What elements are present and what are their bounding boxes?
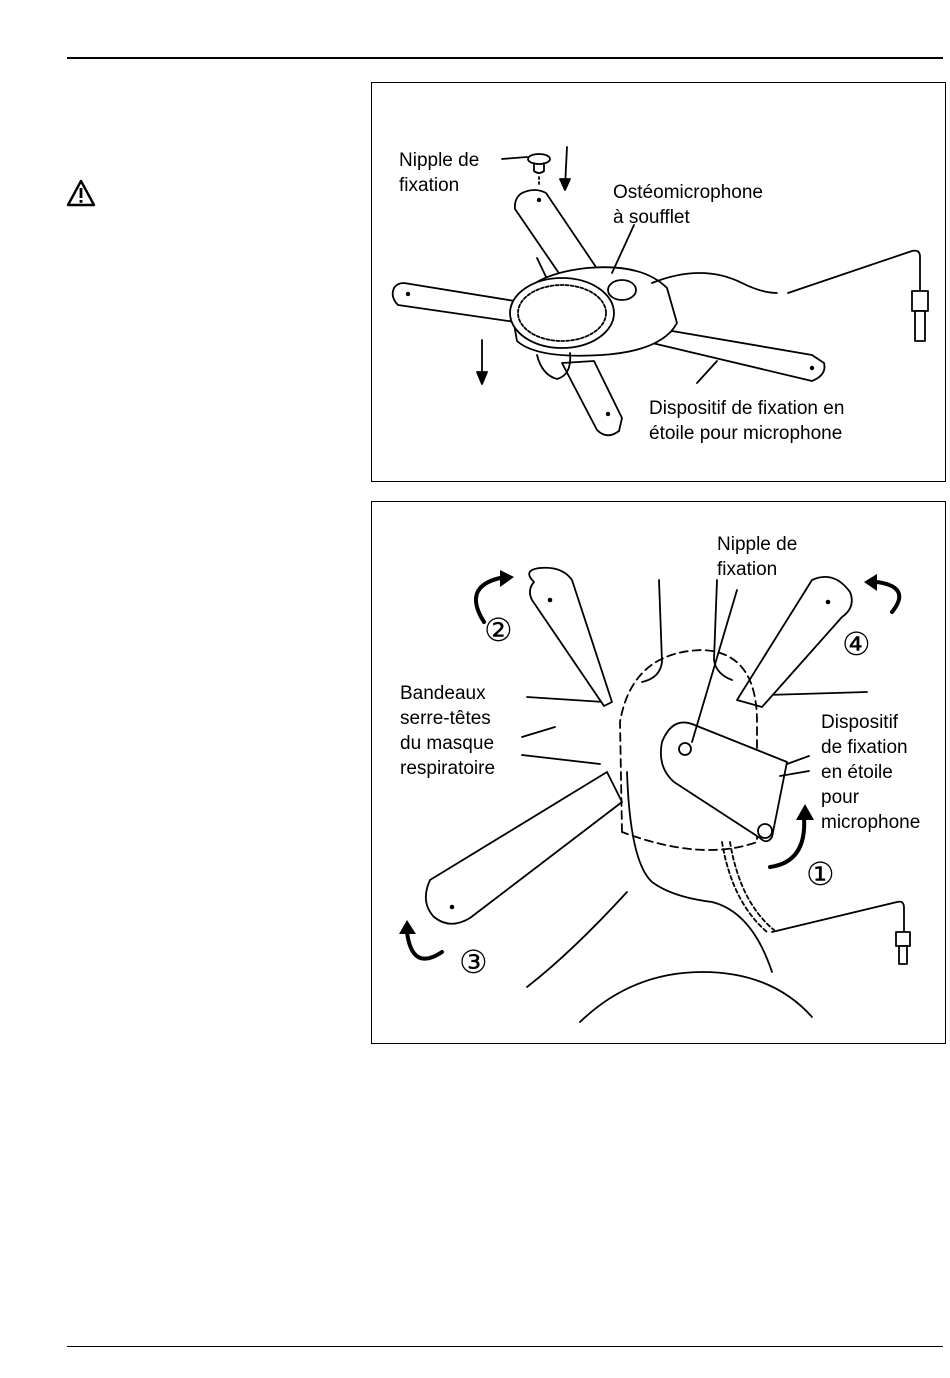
footer-rule [67,1346,943,1347]
step-1-marker: ① [806,856,835,892]
warning-triangle-icon [66,179,96,207]
header-rule [67,57,943,59]
step-2-marker: ② [484,612,513,648]
step-3-marker: ③ [459,944,488,980]
step-4-marker: ④ [842,626,871,662]
